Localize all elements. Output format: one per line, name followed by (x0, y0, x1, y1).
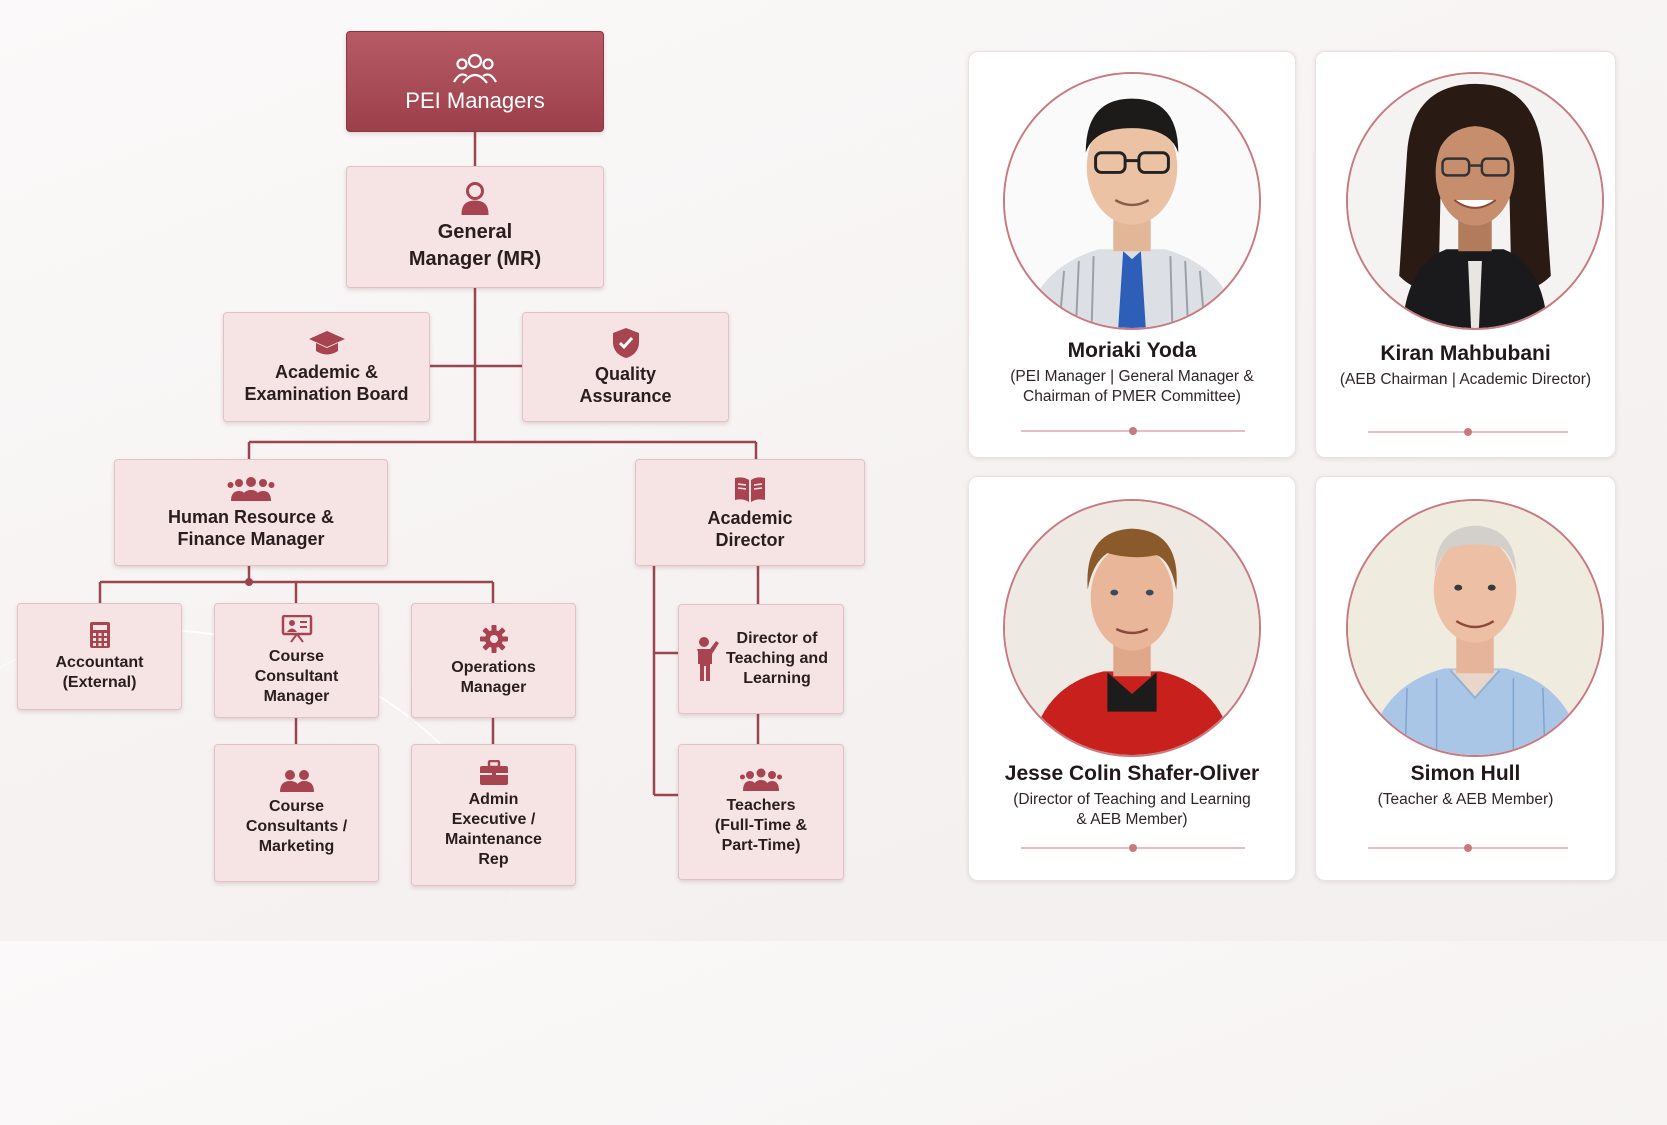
calculator-icon (89, 621, 111, 649)
team-icon (227, 476, 275, 502)
person-card-simon-hull: Simon Hull (Teacher & AEB Member) (1315, 476, 1616, 881)
node-hr-finance: Human Resource & Finance Manager (114, 459, 388, 566)
avatar (1003, 72, 1261, 330)
shield-check-icon (611, 327, 641, 359)
node-director-teaching-learning: Director of Teaching and Learning (678, 604, 844, 714)
divider-dot (1129, 844, 1137, 852)
node-pei-managers: PEI Managers (346, 31, 604, 132)
node-label: Academic & Examination Board (244, 362, 409, 404)
avatar (1346, 72, 1604, 330)
graduation-cap-icon (308, 329, 346, 357)
node-quality-assurance: Quality Assurance (522, 312, 729, 422)
node-general-manager: General Manager (MR) (346, 166, 604, 288)
person-role: (PEI Manager | General Manager & Chairma… (1010, 368, 1254, 405)
node-course-consultant-manager: Course Consultant Manager (214, 603, 379, 718)
person-card-moriaki-yoda: Moriaki Yoda (PEI Manager | General Mana… (968, 51, 1296, 458)
avatar (1003, 499, 1261, 757)
book-icon (733, 475, 767, 503)
gear-icon (479, 624, 509, 654)
node-operations-manager: Operations Manager (411, 603, 576, 718)
person-card-kiran-mahbubani: Kiran Mahbubani (AEB Chairman | Academic… (1315, 51, 1616, 458)
node-label: Course Consultants / Marketing (245, 798, 348, 855)
node-label: Academic Director (707, 507, 793, 550)
person-name: Moriaki Yoda (1067, 339, 1197, 362)
briefcase-icon (479, 760, 509, 786)
avatar (1346, 499, 1604, 757)
person-name: Simon Hull (1410, 762, 1521, 785)
person-name: Jesse Colin Shafer-Oliver (1004, 762, 1260, 785)
node-admin-executive: Admin Executive / Maintenance Rep (411, 744, 576, 886)
node-academic-director: Academic Director (635, 459, 865, 566)
person-card-jesse-shafer-oliver: Jesse Colin Shafer-Oliver (Director of T… (968, 476, 1296, 881)
node-academic-board: Academic & Examination Board (223, 312, 430, 422)
pair-icon (279, 769, 315, 793)
node-label: Operations Manager (451, 658, 536, 696)
divider-dot (1464, 428, 1472, 436)
node-label: Quality Assurance (579, 364, 672, 406)
node-label: Human Resource & Finance Manager (167, 506, 335, 549)
person-role: (Director of Teaching and Learning & AEB… (1013, 791, 1251, 828)
team-icon (740, 768, 782, 792)
node-label: Teachers (Full-Time & Part-Time) (714, 797, 808, 854)
node-label: General Manager (MR) (408, 221, 542, 270)
person-role: (Teacher & AEB Member) (1377, 791, 1554, 808)
person-role: (AEB Chairman | Academic Director) (1339, 371, 1592, 388)
presentation-icon (281, 614, 313, 643)
divider-dot (1129, 427, 1137, 435)
teacher-icon (694, 636, 720, 682)
node-label: PEI Managers (405, 87, 545, 113)
group-icon (453, 52, 497, 86)
person-icon (460, 181, 490, 215)
node-label: Director of Teaching and Learning (726, 630, 828, 687)
node-label: Course Consultant Manager (254, 647, 339, 705)
node-accountant: Accountant (External) (17, 603, 182, 710)
node-label: Accountant (External) (55, 653, 144, 691)
divider-dot (1464, 844, 1472, 852)
node-teachers: Teachers (Full-Time & Part-Time) (678, 744, 844, 880)
person-name: Kiran Mahbubani (1380, 342, 1551, 365)
org-chart-connectors (98, 130, 760, 797)
node-label: Admin Executive / Maintenance Rep (445, 791, 542, 868)
node-course-consultants: Course Consultants / Marketing (214, 744, 379, 882)
